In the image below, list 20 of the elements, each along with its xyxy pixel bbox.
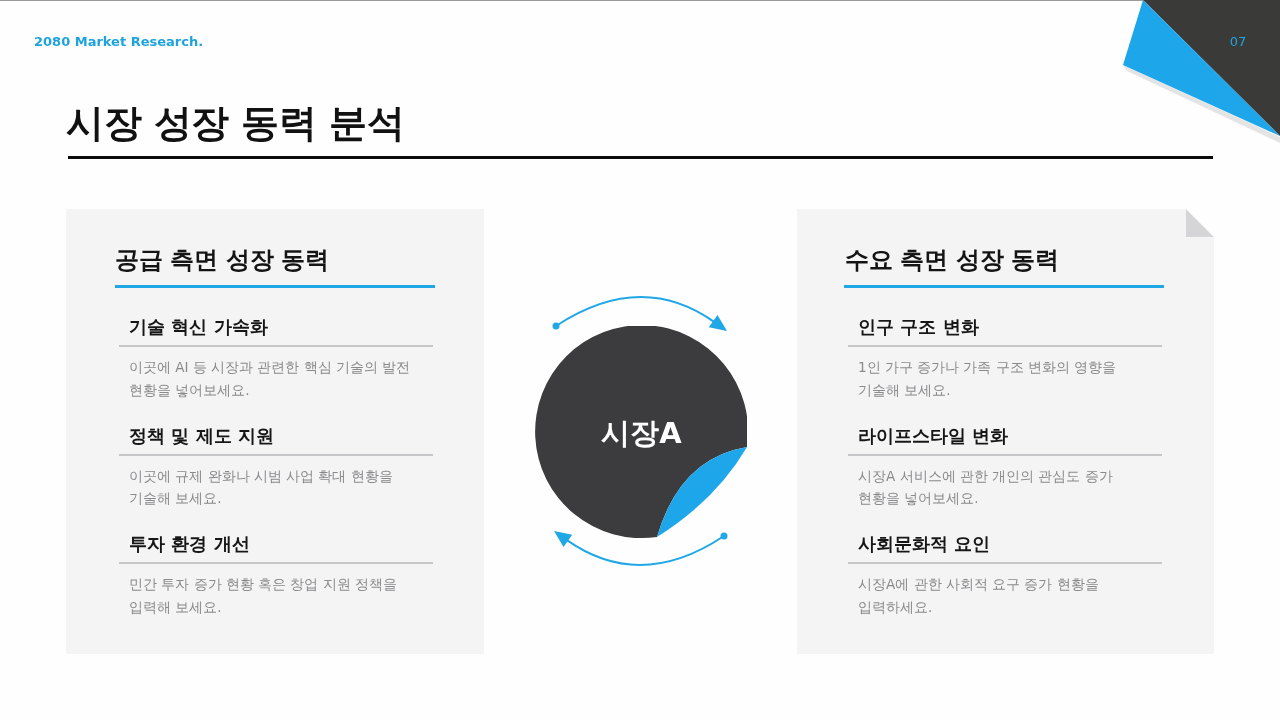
item-description: 1인 가구 증가나 가족 구조 변화의 영향을 기술해 보세요. [858,358,1118,400]
item-description: 시장A 서비스에 관한 개인의 관심도 증가 현황을 넣어보세요. [858,466,1114,508]
item-heading: 사회문화적 요인 [858,532,991,556]
info-panel [66,209,484,654]
panel-heading: 수요 측면 성장 동력 [845,245,1059,276]
panel-heading: 공급 측면 성장 동력 [115,245,329,276]
circle-label: 시장A [601,414,682,451]
item-heading: 투자 환경 개선 [129,532,250,556]
item-heading: 인구 구조 변화 [858,315,979,339]
item-heading: 라이프스타일 변화 [858,423,1009,448]
item-description: 민간 투자 증가 현황 혹은 창업 지원 정책을 입력해 보세요. [129,575,399,617]
info-panel [797,209,1214,654]
item-description: 이곳에 규제 완화나 시범 사업 확대 현황을 기술해 보세요. [129,466,394,508]
item-heading: 정책 및 제도 지원 [129,423,274,448]
item-description: 시장A에 관한 사회적 요구 증가 현황을 입력하세요. [858,575,1100,617]
item-heading: 기술 혁신 가속화 [129,315,268,339]
header-text: 2080 Market Research. [34,33,204,51]
slide-title: 시장 성장 동력 분석 [66,100,405,147]
item-description: 이곳에 AI 등 시장과 관련한 핵심 기술의 발전 현황을 넣어보세요. [129,358,412,400]
page-number: 07 [1228,33,1248,51]
